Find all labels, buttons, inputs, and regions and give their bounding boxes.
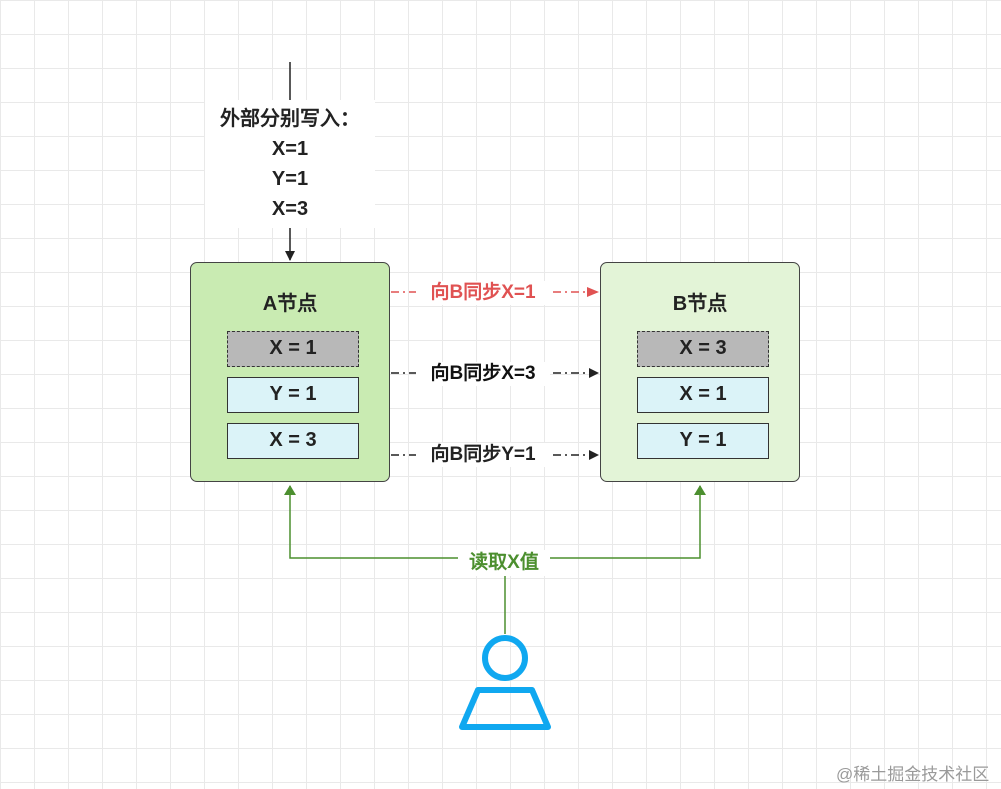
node-b: B节点 X = 3 X = 1 Y = 1: [600, 262, 800, 482]
user-icon: [459, 635, 551, 730]
node-b-title: B节点: [672, 293, 728, 315]
sync-label-1: 向B同步X=1: [416, 281, 550, 305]
node-a: A节点 X = 1 Y = 1 X = 3: [190, 262, 390, 482]
node-b-cell-stale: X = 3: [637, 331, 769, 367]
external-write-line: Y=1: [271, 168, 309, 190]
node-a-cell: Y = 1: [227, 377, 359, 413]
sync-label-2: 向B同步X=3: [416, 362, 550, 386]
read-x-label: 读取X值: [458, 550, 550, 576]
read-arrow-to-b: [505, 485, 706, 559]
node-b-cell: Y = 1: [637, 423, 769, 459]
external-write-title: 外部分别写入：: [220, 108, 360, 130]
read-arrow-to-a: [284, 485, 505, 559]
sync-label-3: 向B同步Y=1: [416, 443, 550, 467]
node-a-cell: X = 3: [227, 423, 359, 459]
external-write-line: X=1: [271, 138, 309, 160]
node-a-title: A节点: [262, 293, 318, 315]
node-b-cell: X = 1: [637, 377, 769, 413]
node-a-cell-stale: X = 1: [227, 331, 359, 367]
watermark: @稀土掘金技术社区: [836, 765, 990, 784]
external-write-line: X=3: [271, 198, 309, 220]
external-write-label: 外部分别写入： X=1 Y=1 X=3: [205, 100, 375, 228]
